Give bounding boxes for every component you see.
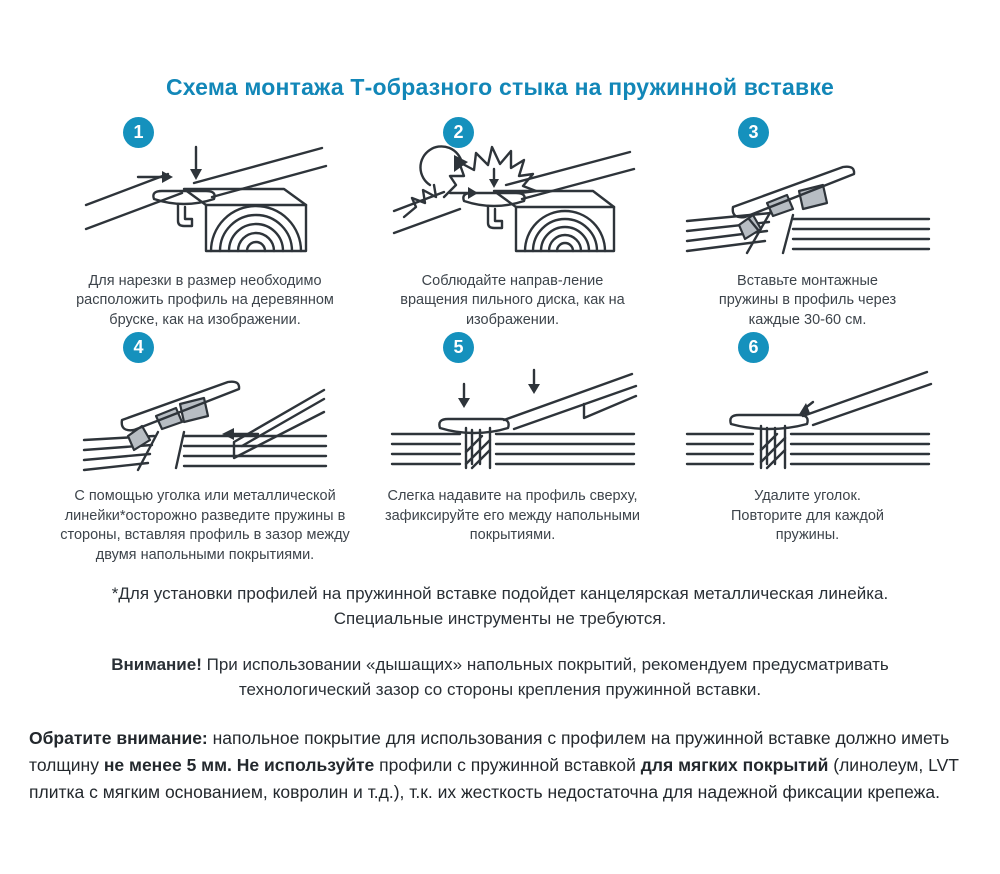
t-profile-cap xyxy=(437,418,510,435)
mounting-spring xyxy=(154,407,184,431)
angle-tool xyxy=(232,389,326,460)
step-6-caption: Удалите уголок. Повторите для каждой пру… xyxy=(730,488,884,544)
step-3-illustration insert-springs-icon xyxy=(685,165,930,255)
step-5-illustration press-profile-icon xyxy=(390,369,637,470)
step-1-illustration profile-on-wood-block-icon xyxy=(84,145,328,253)
step-4-illustration angle-tool-icon xyxy=(82,380,328,472)
step-6-illustration profile-seated-icon xyxy=(685,371,932,470)
step-4-caption: С помощью уголка или металлической линей… xyxy=(60,488,350,563)
instruction-sheet: Схема монтажа Т-образного стыка на пружи… xyxy=(0,74,1000,874)
rotation-arrow xyxy=(418,145,463,187)
step-6: 6 Удалите уголок. Повторите для каждой п… xyxy=(660,330,955,565)
mounting-spring xyxy=(797,183,828,211)
step-5-number-badge: 5 xyxy=(443,332,474,364)
step-1-caption: Для нарезки в размер необходимо располож… xyxy=(76,273,334,328)
profile-plank xyxy=(731,165,855,219)
profile-plank xyxy=(120,380,241,432)
steps-grid: 1 Для нарезки в размер необ xyxy=(45,115,955,565)
step-1: 1 Для нарезки в размер необ xyxy=(45,115,365,330)
saw-blade-outline xyxy=(442,145,537,199)
step-2: 2 xyxy=(365,115,660,330)
page-title: Схема монтажа Т-образного стыка на пружи… xyxy=(165,74,835,100)
step-5: 5 Слегка надавите на профил xyxy=(365,330,660,565)
step-6-number-badge: 6 xyxy=(738,332,769,364)
attention-paragraph: Внимание! При использовании «дышащих» на… xyxy=(111,654,889,700)
step-2-illustration saw-blade-icon xyxy=(392,145,635,253)
footnote-ruler-note: *Для установки профилей на пружинной вст… xyxy=(111,583,889,629)
bottom-note-paragraph: Обратите внимание: напольное покрытие дл… xyxy=(29,727,959,803)
step-4-number-badge: 4 xyxy=(123,332,154,364)
step-5-caption: Слегка надавите на профиль сверху, зафик… xyxy=(384,488,641,544)
t-profile-cap xyxy=(728,414,809,431)
step-3: 3 Вставьте монтажные пружины в профиль ч… xyxy=(660,115,955,330)
step-4: 4 С помощью уголка или металлической лин… xyxy=(45,330,365,565)
step-2-number-badge: 2 xyxy=(443,117,474,148)
step-3-number-badge: 3 xyxy=(738,117,769,148)
step-2-caption: Соблюдайте направ-ление вращения пильног… xyxy=(400,273,625,328)
step-3-caption: Вставьте монтажные пружины в профиль чер… xyxy=(718,273,897,328)
step-1-number-badge: 1 xyxy=(123,117,154,148)
